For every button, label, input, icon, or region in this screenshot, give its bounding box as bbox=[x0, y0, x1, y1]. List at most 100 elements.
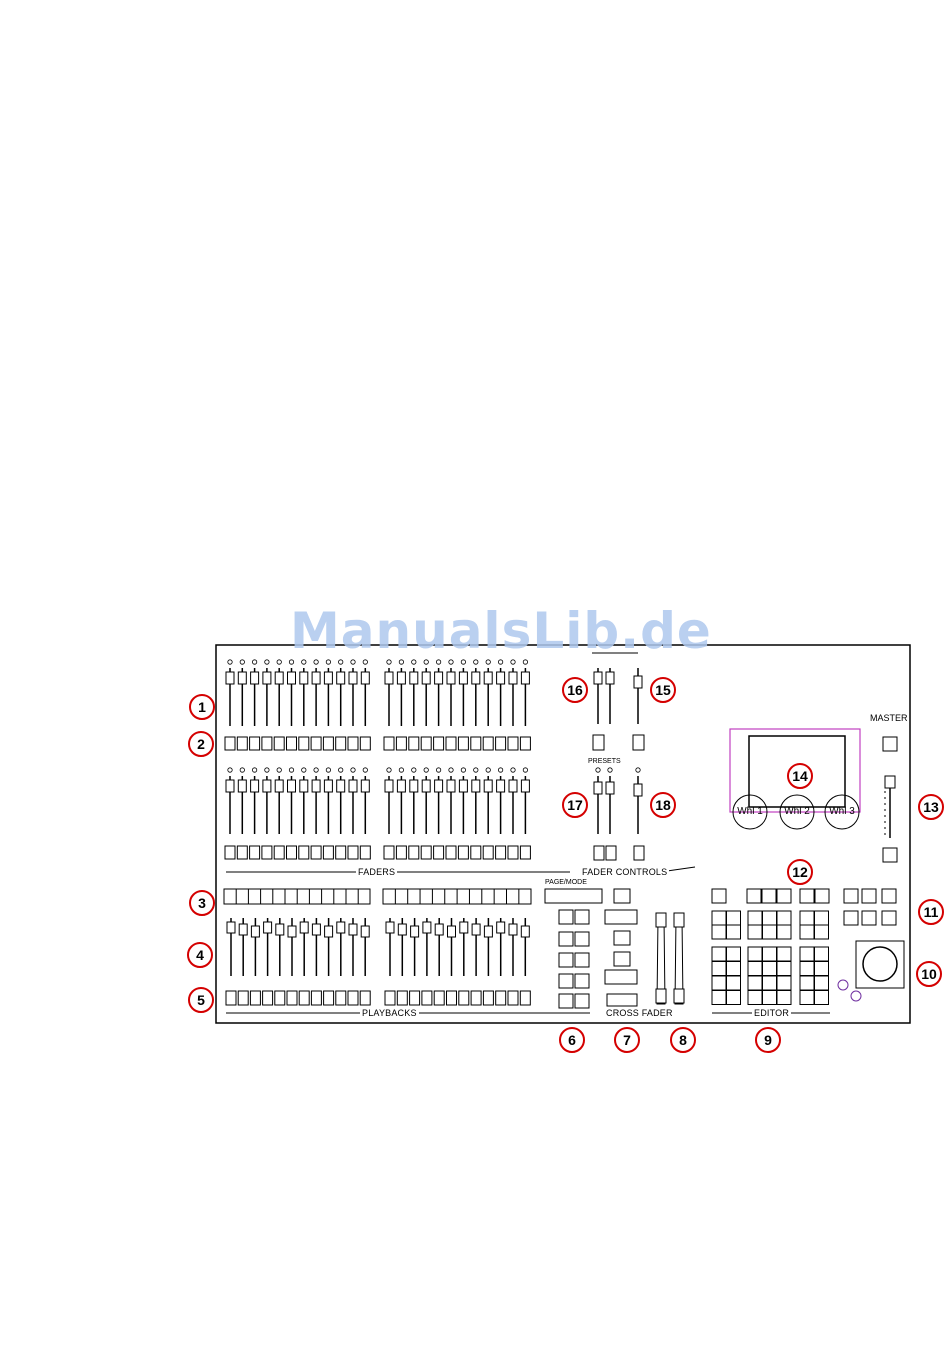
top-fader-5-indicator bbox=[277, 660, 281, 664]
top-fader-14-knob bbox=[397, 672, 405, 684]
top-fader-19-knob bbox=[459, 672, 467, 684]
top-fader-4-knob bbox=[263, 672, 271, 684]
nav-key-right-1 bbox=[575, 910, 589, 924]
bottom-fader-5-knob bbox=[275, 780, 283, 792]
top-fader-button-21 bbox=[483, 737, 493, 750]
top-fader-button-5 bbox=[274, 737, 284, 750]
top-fader-21-indicator bbox=[486, 660, 490, 664]
key-switch-icon-a bbox=[838, 980, 848, 990]
callout-15: 15 bbox=[650, 677, 676, 703]
top-fader-13-knob bbox=[385, 672, 393, 684]
fader-bank-bottom bbox=[226, 768, 529, 834]
bottom-fader-11-knob bbox=[349, 780, 357, 792]
cross-fader-display-top bbox=[605, 910, 637, 924]
editor-key-lower-1-1-1 bbox=[763, 962, 777, 976]
playback-fader-24-knob bbox=[521, 926, 529, 937]
editor-key-lower-0-0-0 bbox=[712, 947, 726, 961]
editor-key-upper-2-1-0 bbox=[800, 925, 814, 939]
cross-fader-section bbox=[656, 913, 684, 1004]
bottom-fader-button-15 bbox=[409, 846, 419, 859]
master-button-bottom bbox=[883, 848, 897, 862]
editor-key-lower-2-3-0 bbox=[800, 991, 814, 1005]
bottom-fader-18-knob bbox=[447, 780, 455, 792]
bottom-fader-16-indicator bbox=[424, 768, 428, 772]
fader-bank-top bbox=[226, 660, 529, 726]
top-fader-6-knob bbox=[288, 672, 296, 684]
key-switch-icon-b bbox=[851, 991, 861, 1001]
top-fader-11-knob bbox=[349, 672, 357, 684]
bottom-fader-11-indicator bbox=[351, 768, 355, 772]
top-fader-9-indicator bbox=[326, 660, 330, 664]
bottom-fader-button-5 bbox=[274, 846, 284, 859]
bottom-fader-button-17 bbox=[434, 846, 444, 859]
editor-key-lower-2-0-1 bbox=[815, 947, 829, 961]
callout-4: 4 bbox=[187, 942, 213, 968]
bottom-fader-button-19 bbox=[458, 846, 468, 859]
playback-fader-17-knob bbox=[435, 924, 443, 935]
editor-key-upper-1-0-0 bbox=[748, 911, 762, 925]
bottom-fader-17-knob bbox=[435, 780, 443, 792]
bottom-fader-24-indicator bbox=[523, 768, 527, 772]
editor-key-lower-2-2-0 bbox=[800, 976, 814, 990]
editor-key-upper-2-1-1 bbox=[815, 925, 829, 939]
bottom-fader-3-indicator bbox=[252, 768, 256, 772]
bottom-fader-19-indicator bbox=[461, 768, 465, 772]
editor-key-lower-1-0-1 bbox=[763, 947, 777, 961]
editor-key-top-6 bbox=[815, 889, 829, 903]
preset-button-c bbox=[634, 846, 644, 860]
top-fader-button-16 bbox=[421, 737, 431, 750]
playback-fader-21-knob bbox=[484, 926, 492, 937]
editor-keypad-section bbox=[712, 889, 829, 1005]
cross-fader-key-b bbox=[614, 952, 630, 966]
wheel-2-label: Whl 2 bbox=[780, 806, 814, 817]
bottom-fader-2-knob bbox=[238, 780, 246, 792]
top-fader-2-knob bbox=[238, 672, 246, 684]
top-fader-11-indicator bbox=[351, 660, 355, 664]
playback-button-19 bbox=[459, 991, 469, 1005]
master-label: MASTER bbox=[870, 713, 908, 723]
editor-key-top-5 bbox=[800, 889, 814, 903]
top-fader-button-23 bbox=[508, 737, 518, 750]
nav-key-left-1 bbox=[559, 910, 573, 924]
editor-key-lower-2-0-0 bbox=[800, 947, 814, 961]
cross-fader-knob-a bbox=[656, 913, 666, 927]
nav-key-left-2 bbox=[559, 932, 573, 946]
bottom-fader-button-7 bbox=[299, 846, 309, 859]
playback-button-9 bbox=[324, 991, 334, 1005]
cross-fader-display-bottom bbox=[605, 970, 637, 984]
playback-button-16 bbox=[422, 991, 432, 1005]
right-key-bottom-3 bbox=[882, 911, 896, 925]
editor-key-upper-1-0-2 bbox=[777, 911, 791, 925]
callout-9: 9 bbox=[755, 1027, 781, 1053]
playback-button-15 bbox=[410, 991, 420, 1005]
playback-fader-16-knob bbox=[423, 922, 431, 933]
bottom-fader-1-indicator bbox=[228, 768, 232, 772]
nav-key-right-2 bbox=[575, 932, 589, 946]
playbacks-label: PLAYBACKS bbox=[360, 1008, 419, 1018]
preset-fader-b-knob bbox=[606, 782, 614, 794]
top-fader-21-knob bbox=[484, 672, 492, 684]
nav-key-left-3 bbox=[559, 953, 573, 967]
playback-button-8 bbox=[311, 991, 321, 1005]
top-fader-12-knob bbox=[361, 672, 369, 684]
editor-key-upper-2-0-0 bbox=[800, 911, 814, 925]
top-fader-18-indicator bbox=[449, 660, 453, 664]
bottom-fader-23-indicator bbox=[511, 768, 515, 772]
callout-11: 11 bbox=[918, 899, 944, 925]
editor-key-lower-1-0-0 bbox=[748, 947, 762, 961]
playback-button-4 bbox=[263, 991, 273, 1005]
editor-key-lower-2-1-1 bbox=[815, 962, 829, 976]
playback-fader-20-knob bbox=[472, 924, 480, 935]
bottom-fader-button-8 bbox=[311, 846, 321, 859]
bottom-fader-4-knob bbox=[263, 780, 271, 792]
nav-key-left-4 bbox=[559, 974, 573, 988]
fader-controls-section bbox=[545, 653, 644, 1008]
bottom-fader-12-knob bbox=[361, 780, 369, 792]
callout-8: 8 bbox=[670, 1027, 696, 1053]
playback-button-24 bbox=[520, 991, 530, 1005]
playback-button-17 bbox=[434, 991, 444, 1005]
top-fader-button-9 bbox=[323, 737, 333, 750]
top-fader-button-13 bbox=[384, 737, 394, 750]
top-fader-20-indicator bbox=[474, 660, 478, 664]
